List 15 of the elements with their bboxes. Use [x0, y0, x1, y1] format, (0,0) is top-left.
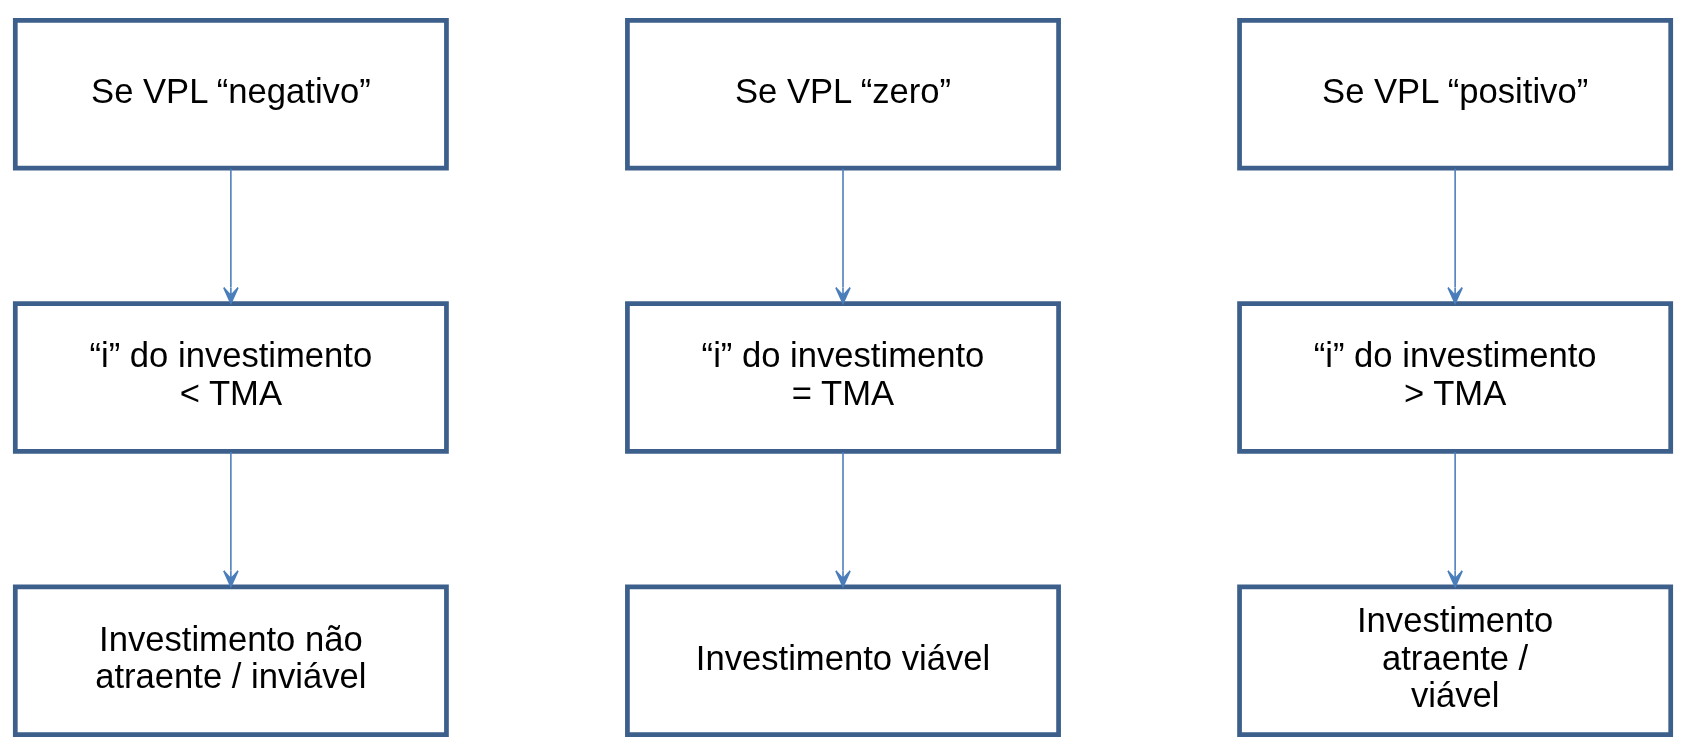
node-box: “i” do investimento < TMA — [12, 300, 449, 454]
arrow — [223, 450, 239, 587]
arrow — [1447, 167, 1463, 304]
node-box: Investimento viável — [625, 583, 1061, 737]
arrow — [835, 167, 851, 304]
node-box: Se VPL “positivo” — [1237, 17, 1674, 171]
node-box: Investimento não atraente / inviável — [12, 583, 449, 737]
node-box: Se VPL “zero” — [625, 17, 1061, 171]
node-box: “i” do investimento = TMA — [625, 300, 1061, 454]
node-box: “i” do investimento > TMA — [1237, 300, 1674, 454]
node-box: Se VPL “negativo” — [12, 17, 449, 171]
arrow — [223, 167, 239, 304]
arrow — [1447, 450, 1463, 587]
node-box: Investimento atraente / viável — [1237, 583, 1674, 737]
arrow — [835, 450, 851, 587]
